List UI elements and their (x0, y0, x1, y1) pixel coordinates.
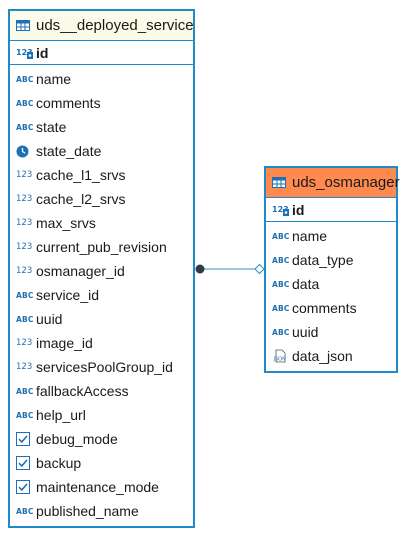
column-name: uuid (36, 311, 63, 327)
column-name: backup (36, 455, 82, 471)
column-row[interactable]: maintenance_mode (10, 475, 193, 499)
numeric-type-icon: 123 (16, 266, 33, 276)
column-name: id (36, 44, 49, 61)
svg-text:JSON: JSON (273, 357, 287, 363)
column-name: help_url (36, 407, 86, 423)
column-name: state (36, 119, 67, 135)
text-type-icon: ABC (16, 74, 34, 84)
column-name: data (292, 276, 320, 292)
numeric-type-icon: 123 (16, 338, 33, 348)
column-name: max_srvs (36, 215, 96, 231)
column-name: maintenance_mode (36, 479, 159, 495)
numeric-type-icon: 123 (16, 242, 33, 252)
table-name: uds_osmanager (292, 174, 400, 191)
column-name: service_id (36, 287, 100, 303)
column-name: comments (292, 300, 357, 316)
column-name: current_pub_revision (36, 239, 167, 255)
column-name: name (292, 228, 328, 244)
text-type-icon: ABC (16, 386, 34, 396)
boolean-type-icon (16, 480, 34, 494)
column-name: debug_mode (36, 431, 118, 447)
primary-key-numeric-icon: 123 (272, 203, 290, 217)
column-name: id (292, 201, 305, 218)
svg-text:123: 123 (272, 205, 289, 214)
column-name: name (36, 71, 72, 87)
numeric-type-icon: 123 (16, 362, 33, 372)
column-row[interactable]: JSON data_json (266, 344, 396, 368)
numeric-type-icon: 123 (16, 194, 33, 204)
column-name: comments (36, 95, 101, 111)
relationship-target-diamond (254, 263, 265, 275)
numeric-type-icon: 123 (16, 170, 33, 180)
text-type-icon: ABC (16, 410, 34, 420)
column-row[interactable]: state_date (10, 139, 193, 163)
json-type-icon: JSON (272, 349, 290, 363)
datetime-type-icon (16, 145, 34, 158)
primary-key-numeric-icon: 123 (16, 46, 34, 60)
svg-text:123: 123 (16, 48, 33, 57)
text-type-icon: ABC (16, 290, 34, 300)
column-name: cache_l1_srvs (36, 167, 126, 183)
column-name: state_date (36, 143, 102, 159)
column-name: image_id (36, 335, 93, 351)
boolean-type-icon (16, 456, 34, 470)
table-icon (16, 20, 30, 31)
column-name: data_type (292, 252, 354, 268)
text-type-icon: ABC (16, 122, 34, 132)
table-header[interactable]: uds__deployed_service (10, 11, 194, 41)
column-name: cache_l2_srvs (36, 191, 126, 207)
numeric-type-icon: 123 (16, 218, 33, 228)
column-name: uuid (292, 324, 319, 340)
column-name: servicesPoolGroup_id (36, 359, 173, 375)
primary-key-column[interactable]: 123 id (10, 41, 193, 65)
text-type-icon: ABC (16, 98, 34, 108)
column-row[interactable]: backup (10, 451, 193, 475)
text-type-icon: ABC (272, 279, 290, 289)
text-type-icon: ABC (272, 255, 290, 265)
column-name: published_name (36, 503, 139, 519)
column-name: fallbackAccess (36, 383, 129, 399)
text-type-icon: ABC (272, 327, 290, 337)
table-header[interactable]: uds_osmanager (266, 168, 400, 198)
text-type-icon: ABC (272, 231, 290, 241)
relationship-source-end (195, 264, 205, 274)
table-name: uds__deployed_service (36, 17, 194, 34)
column-name: data_json (292, 348, 353, 364)
column-row[interactable]: debug_mode (10, 427, 193, 451)
text-type-icon: ABC (272, 303, 290, 313)
column-name: osmanager_id (36, 263, 125, 279)
table-icon (272, 177, 286, 188)
text-type-icon: ABC (16, 314, 34, 324)
boolean-type-icon (16, 432, 34, 446)
text-type-icon: ABC (16, 506, 34, 516)
primary-key-column[interactable]: 123 id (266, 198, 396, 222)
